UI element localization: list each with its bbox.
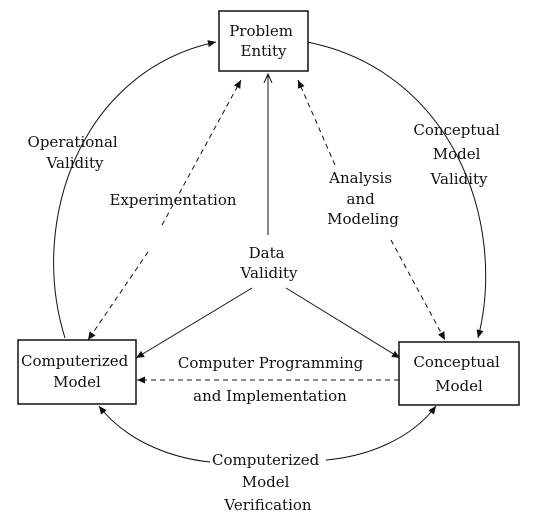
label-data-validity: Data Validity	[240, 244, 298, 282]
operational-validity-arc	[53, 40, 217, 339]
experimentation-arrow-up	[161, 79, 242, 226]
label-analysis-and-modeling: Analysis and Modeling	[327, 169, 399, 228]
node-label-line: Model	[435, 377, 483, 395]
analysis-arrow-up	[297, 79, 336, 166]
node-label-line: Model	[53, 373, 101, 391]
modeling-arrow-down	[390, 239, 446, 341]
svg-text:Computerized Model: Computerized Model	[21, 352, 133, 391]
node-label-line: Conceptual	[413, 353, 500, 371]
label-computer-programming: Computer Programming and Implementation	[178, 354, 368, 405]
node-label-line: Entity	[241, 42, 287, 60]
svg-text:Conceptual Model: Conceptual Model	[413, 353, 504, 395]
verification-arc-right	[325, 405, 437, 461]
verification-arc-left	[98, 405, 211, 463]
node-problem-entity: Problem Entity	[218, 10, 309, 72]
label-computerized-model-verification: Computerized Model Verification	[212, 451, 324, 514]
conceptual-model-validity-arc	[306, 41, 487, 339]
label-conceptual-model-validity: Conceptual Model Validity	[413, 121, 504, 188]
data-validity-arrow-left	[135, 287, 253, 359]
node-label-line: Computerized	[21, 352, 129, 370]
data-validity-arrow-right	[285, 287, 401, 359]
node-conceptual-model: Conceptual Model	[398, 341, 520, 406]
label-operational-validity: Operational Validity	[28, 133, 123, 172]
node-label-line: Problem	[229, 22, 293, 40]
node-computerized-model: Computerized Model	[17, 339, 137, 405]
label-experimentation: Experimentation	[109, 191, 236, 209]
svg-text:Problem Entity: Problem Entity	[229, 22, 298, 60]
experimentation-arrow-down	[87, 251, 149, 341]
